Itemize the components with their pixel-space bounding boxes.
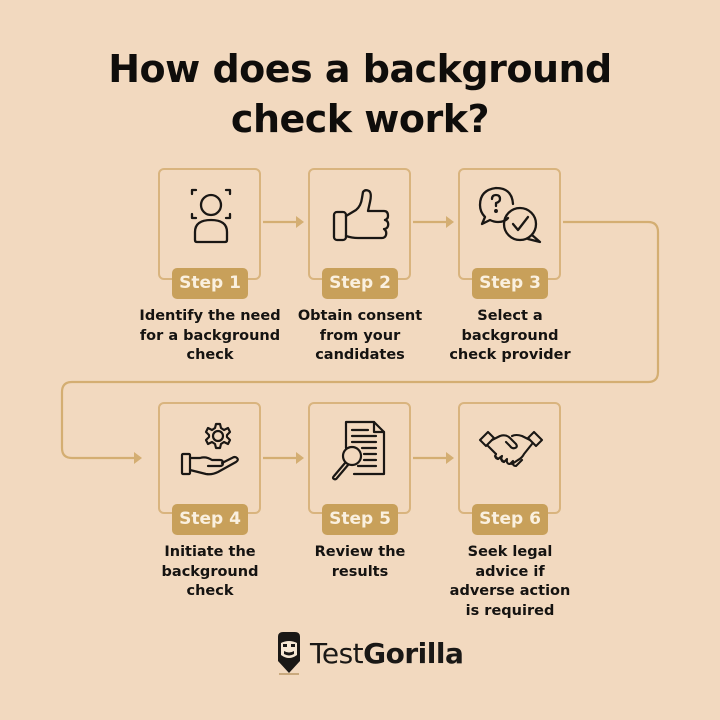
desc-line: background [461,327,559,344]
step-1-description: Identify the need for a background check [135,307,285,366]
hand-gear-icon [180,422,239,476]
step-4-description: Initiate the background check [135,543,285,602]
title-line-2: check work? [230,97,490,141]
step-3-description: Select a background check provider [435,307,585,366]
step-2-box [308,168,411,280]
arrow-head-icon [446,452,454,464]
step-4-box [158,402,261,514]
logo-part-gorilla: Gorilla [363,636,464,670]
desc-line: Obtain consent [297,308,423,324]
step-6-box [458,402,561,514]
desc-line: for a background [139,327,281,344]
step-2-description: Obtain consent from your candidates [285,307,435,366]
title-line-1: How does a background [108,47,612,91]
desc-line: check provider [449,347,571,363]
desc-line: Initiate the [164,544,256,560]
gorilla-pencil-icon [278,632,300,675]
desc-line: Seek legal [467,544,553,560]
step-1-box [158,168,261,280]
desc-line: Identify the need [139,308,281,324]
arrow-head-icon [446,216,454,228]
desc-line: check [186,347,234,363]
desc-line: adverse action [449,583,571,599]
step-6-description: Seek legal advice if adverse action is r… [435,543,585,621]
arrow-head-icon [134,452,142,464]
step-2-badge: Step 2 [322,268,398,299]
desc-line: candidates [315,347,405,363]
step-1-badge: Step 1 [172,268,248,299]
person-scan-icon [190,188,232,244]
step-5-box [308,402,411,514]
chat-question-check-icon [478,186,542,244]
desc-line: Review the [314,544,406,560]
step-5-description: Review the results [285,543,435,582]
desc-line: Select a [477,308,543,324]
desc-line: from your [319,327,401,344]
desc-line: results [331,563,389,580]
document-magnifier-icon [331,420,386,481]
handshake-icon [478,430,544,468]
step-3-box [458,168,561,280]
page-title: How does a background check work? [0,44,720,144]
arrow-head-icon [296,216,304,228]
arrow-head-icon [296,452,304,464]
desc-line: is required [465,602,555,619]
desc-line: background [161,563,259,580]
thumbs-up-icon [332,189,390,242]
step-3-badge: Step 3 [472,268,548,299]
desc-line: advice if [475,563,545,580]
logo-part-test: Test [310,636,364,670]
desc-line: check [186,583,234,599]
step-4-badge: Step 4 [172,504,248,535]
testgorilla-logo: TestGorilla [276,632,464,675]
step-5-badge: Step 5 [322,504,398,535]
step-6-badge: Step 6 [472,504,548,535]
logo-wordmark: TestGorilla [310,636,464,670]
